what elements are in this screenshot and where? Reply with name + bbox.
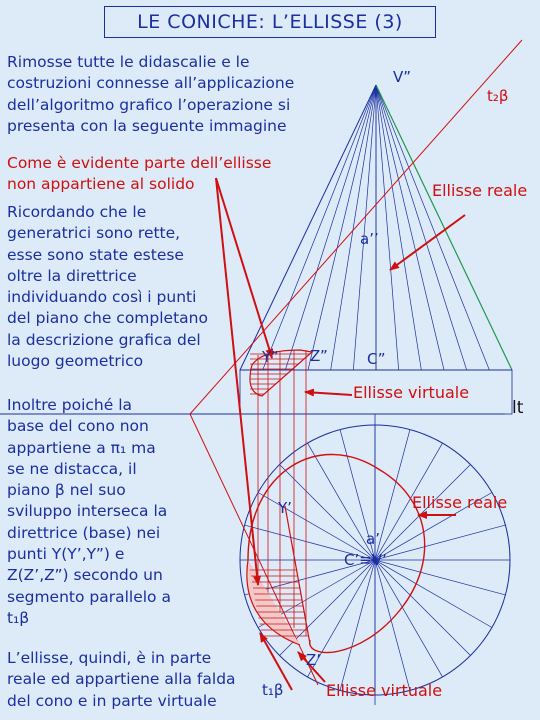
title-text: LE CONICHE: L’ELLISSE (3)	[137, 11, 403, 33]
plan-radial	[374, 559, 506, 596]
red-arrows	[215, 177, 466, 691]
plan-ellipse-hatch	[249, 569, 309, 637]
cone-generatrix	[330, 84, 377, 371]
label-ellipse-real-bottom: Ellisse reale	[412, 493, 508, 512]
recall-paragraph: Ricordando che le generatrici sono rette…	[7, 203, 208, 371]
cone-generatrix	[375, 84, 468, 371]
label-Y2: Y”	[262, 348, 279, 366]
cone-generatrix	[375, 84, 445, 371]
intro-paragraph: Rimosse tutte le didascalie e le costruz…	[7, 53, 295, 135]
plan-radial	[244, 524, 376, 561]
label-vertex-V2: V”	[393, 68, 412, 86]
segment-YZ-plan	[284, 505, 311, 645]
plan-radial	[374, 559, 493, 628]
cone-base-thickness	[239, 369, 513, 415]
plan-radial	[374, 442, 443, 561]
plan-radial	[374, 559, 471, 656]
cone-generatrix	[262, 84, 377, 371]
plan-radial	[307, 442, 376, 561]
plan-ellipse-virtual	[246, 559, 301, 646]
plan-radials	[240, 425, 510, 695]
evident-paragraph: Come è evidente parte dell’ellisse non a…	[7, 154, 272, 194]
label-lt: lt	[512, 398, 524, 418]
page-title: LE CONICHE: L’ELLISSE (3)	[104, 6, 436, 38]
label-ellipse-real-top: Ellisse reale	[432, 181, 528, 200]
plan-radial	[374, 492, 493, 561]
label-a2: a’’	[360, 230, 379, 248]
plan-radial	[244, 559, 376, 596]
cone-generatrix	[284, 84, 377, 371]
cone-generatrix	[352, 84, 377, 371]
label-ellipse-virtual-bottom: Ellisse virtuale	[326, 681, 443, 700]
plan-radial	[279, 464, 376, 561]
cone-generatrix	[375, 84, 400, 371]
plan-radial	[374, 559, 411, 691]
plan-radial	[339, 559, 376, 691]
plan-radial	[374, 464, 471, 561]
plan-radial	[257, 492, 376, 561]
trace-t2-beta	[189, 39, 523, 415]
cone-generatrix	[375, 84, 490, 371]
label-Z1: Z’	[306, 651, 322, 669]
point-C-plan	[372, 557, 378, 563]
conclusion-paragraph: L’ellisse, quindi, è in parte reale ed a…	[7, 649, 236, 710]
label-t1-beta: t₁β	[262, 681, 284, 699]
label-a1: a’	[366, 530, 380, 548]
front-ellipse-outline	[249, 349, 314, 397]
plan-radial	[374, 524, 506, 561]
cone-left-contour	[239, 84, 377, 371]
label-ellipse-virtual-top: Ellisse virtuale	[353, 383, 470, 402]
cone-right-contour	[375, 84, 513, 371]
plan-radial	[374, 429, 411, 561]
plan-radial	[339, 429, 376, 561]
label-t2-beta: t₂β	[487, 87, 509, 105]
cone-generatrix	[375, 84, 422, 371]
label-Z2: Z”	[310, 347, 328, 365]
plan-radial	[374, 559, 443, 678]
plan-radial	[307, 559, 376, 678]
label-Y1: Y’	[278, 499, 292, 517]
label-C2: C”	[367, 350, 386, 368]
label-C1-V1: C’≡V’	[344, 551, 387, 569]
base-paragraph: Inoltre poiché la base del cono non appa…	[7, 396, 171, 627]
cone-generatrix	[307, 84, 377, 371]
